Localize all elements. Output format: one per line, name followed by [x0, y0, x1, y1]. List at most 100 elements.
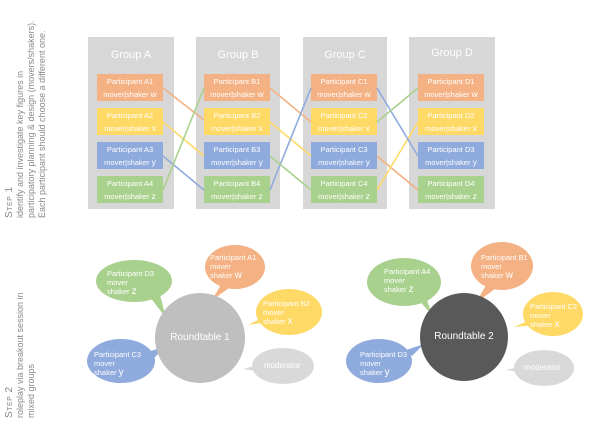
participant-name: Participant B1 — [213, 77, 261, 86]
participant-role: mover|shaker — [425, 158, 471, 167]
bubble-participant-name: Participant A1 — [210, 253, 257, 262]
bubble-text-rt2-green: Participant A4 mover shaker z — [384, 267, 430, 295]
participant-name: Participant C1 — [320, 77, 368, 86]
bubble-text-rt2-blue: Participant D3 mover shaker y — [360, 350, 408, 378]
participant-role: mover|shaker — [318, 192, 364, 201]
bubble-shaker: shaker — [107, 287, 130, 296]
participant-name: Participant D3 — [427, 145, 475, 154]
participant-role: mover|shaker — [318, 124, 364, 133]
bubble-participant-name: Participant B2 — [263, 299, 310, 308]
participant-name: Participant D2 — [427, 111, 475, 120]
participant-role: mover|shaker — [211, 158, 257, 167]
participant-card-b3: Participant B3 mover|shaker y — [204, 142, 270, 169]
bubble-text-rt2-orange: Participant B1 mover shaker w — [481, 253, 528, 281]
participant-letter: x — [472, 123, 477, 133]
bubble-participant-name: Participant C2 — [530, 302, 578, 311]
bubble-text-rt1-blue: Participant C3 mover shaker y — [94, 350, 142, 378]
participant-name: Participant A2 — [106, 111, 154, 120]
moderator-bubble-tail — [243, 365, 262, 372]
bubble-mover: mover — [384, 276, 405, 285]
bubble-participant-name: Participant C3 — [94, 350, 142, 359]
step1-title: Step 1 — [4, 186, 15, 218]
group-title: Group B — [217, 49, 259, 61]
bubble-shaker: shaker — [530, 320, 553, 329]
participant-name: Participant C4 — [320, 179, 368, 188]
bubble-shaker: shaker — [263, 317, 286, 326]
participant-role: mover|shaker — [425, 124, 471, 133]
step1-line-3: Each participant should choose a differe… — [37, 30, 47, 218]
step1-line-2: participatory planning & design (movers/… — [26, 20, 36, 218]
participant-card-c3: Participant C3 mover|shaker y — [311, 142, 377, 169]
participant-letter: z — [472, 191, 477, 201]
group-title: Group C — [324, 49, 366, 61]
step2-label: Step 2 roleplay via breakout session in … — [4, 292, 37, 418]
step2-title: Step 2 — [4, 386, 15, 418]
participant-name: Participant D4 — [427, 179, 475, 188]
participant-card-d2: Participant D2 mover|shaker x — [418, 108, 484, 135]
participant-card-d1: Participant D1 mover|shaker w — [418, 74, 484, 101]
bubble-shaker: shaker — [360, 368, 383, 377]
participant-letter: w — [364, 89, 371, 99]
participant-role: mover|shaker — [104, 124, 150, 133]
participant-card-c2: Participant C2 mover|shaker x — [311, 108, 377, 135]
participant-letter: z — [151, 191, 156, 201]
participant-role: mover|shaker — [210, 90, 256, 99]
bubble-letter: y — [384, 367, 390, 378]
participant-letter: y — [365, 157, 370, 167]
bubble-mover: mover — [530, 311, 551, 320]
participant-role: mover|shaker — [211, 192, 257, 201]
participant-card-d3: Participant D3 mover|shaker y — [418, 142, 484, 169]
speech-bubble-blue — [148, 346, 166, 358]
participant-name: Participant C3 — [320, 145, 368, 154]
participant-name: Participant D1 — [427, 77, 475, 86]
participant-role: mover|shaker — [104, 192, 150, 201]
participant-name: Participant A4 — [106, 179, 154, 188]
bubble-mover: mover — [94, 359, 115, 368]
participant-role: mover|shaker — [211, 124, 257, 133]
participant-letter: x — [365, 123, 370, 133]
participant-card-a1: Participant A1 mover|shaker w — [97, 74, 163, 101]
speech-bubble-blue — [406, 344, 424, 356]
bubble-letter: z — [408, 284, 414, 295]
participant-letter: x — [258, 123, 263, 133]
group-title: Group A — [110, 49, 152, 61]
bubble-participant-name: Participant D3 — [107, 269, 155, 278]
bubble-letter: x — [554, 319, 560, 330]
participant-card-c4: Participant C4 mover|shaker z — [311, 176, 377, 203]
bubble-letter: w — [505, 270, 513, 281]
speech-bubble-green — [150, 295, 166, 318]
participant-card-b2: Participant B2 mover|shaker x — [204, 108, 270, 135]
participant-card-a3: Participant A3 mover|shaker y — [97, 142, 163, 169]
step1-label: Step 1 identify and investigate key figu… — [4, 20, 48, 218]
speech-bubble-orange — [476, 285, 496, 303]
bubble-letter: z — [131, 286, 137, 297]
speech-bubble-green — [416, 294, 432, 315]
bubble-letter: x — [287, 316, 293, 327]
roundtable-2-label: Roundtable 2 — [434, 331, 494, 342]
bubble-shaker: shaker — [384, 285, 407, 294]
participant-role: mover|shaker — [317, 90, 363, 99]
participant-role: mover|shaker — [104, 158, 150, 167]
bubble-letter: y — [118, 367, 124, 378]
bubble-text-rt1-orange: Participant A1 mover shaker w — [210, 253, 257, 281]
bubble-text-rt1-yellow: Participant B2 mover shaker x — [263, 299, 310, 327]
participant-card-b4: Participant B4 mover|shaker z — [204, 176, 270, 203]
participant-letter: y — [151, 157, 156, 167]
bubble-text-rt1-green: Participant D3 mover shaker z — [107, 269, 155, 297]
bubble-shaker: shaker — [481, 271, 504, 280]
participant-name: Participant B4 — [213, 179, 261, 188]
participant-letter: w — [471, 89, 478, 99]
participant-name: Participant A3 — [106, 145, 154, 154]
roundtable-1-label: Roundtable 1 — [170, 332, 230, 343]
participant-card-a4: Participant A4 mover|shaker z — [97, 176, 163, 203]
participant-letter: y — [472, 157, 477, 167]
participant-name: Participant B3 — [213, 145, 261, 154]
bubble-shaker: shaker — [94, 368, 117, 377]
participant-letter: w — [150, 89, 157, 99]
participant-card-a2: Participant A2 mover|shaker x — [97, 108, 163, 135]
bubble-participant-name: Participant D3 — [360, 350, 408, 359]
participant-card-c1: Participant C1 mover|shaker w — [311, 74, 377, 101]
participant-name: Participant A1 — [106, 77, 154, 86]
moderator-label-2: moderator — [524, 363, 561, 372]
participant-letter: x — [151, 123, 156, 133]
